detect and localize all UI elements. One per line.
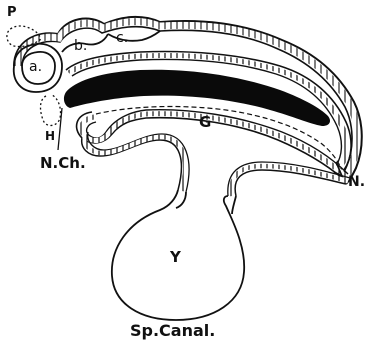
hypophysis-outline (41, 95, 61, 125)
label-y: Y (169, 248, 182, 266)
label-h: H (45, 129, 55, 143)
caption: Sp.Canal. (130, 321, 215, 340)
label-c: c. (116, 30, 128, 46)
leader-lines (58, 108, 62, 150)
label-n: N. (348, 174, 365, 190)
ventral-wall (82, 132, 350, 196)
nch-leader (58, 108, 62, 150)
label-b: b. (74, 38, 87, 54)
label-a: a. (29, 59, 42, 75)
label-g: G (199, 113, 211, 131)
label-nch: N.Ch. (40, 154, 86, 172)
label-p: P (7, 5, 17, 20)
